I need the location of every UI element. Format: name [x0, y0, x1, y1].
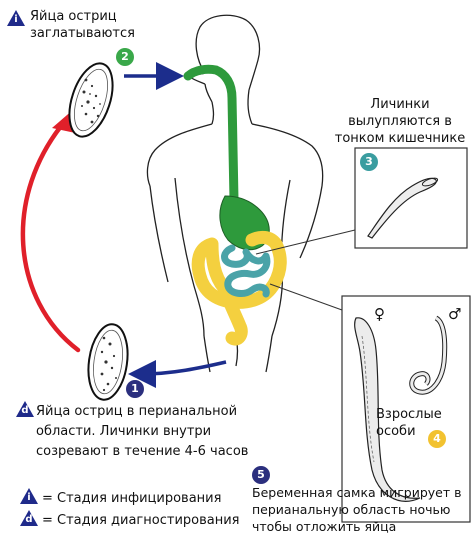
- small-intestine: [221, 244, 271, 298]
- larva-pointer-line: [255, 229, 356, 255]
- adults-pointer-line: [269, 283, 343, 311]
- adult-worms-box: [341, 295, 471, 523]
- larvae-hatch-label: Личинки вылупляются в тонком кишечнике: [334, 97, 466, 146]
- step-5-badge: 5: [252, 466, 270, 484]
- legend-diagnostic-letter: d: [25, 514, 33, 525]
- legend-diagnostic-icon: [20, 510, 38, 526]
- esophagus-and-stomach: [183, 64, 270, 251]
- female-migrates-label: Беременная самка мигрирует в перианальну…: [252, 485, 462, 534]
- infective-stage-letter: i: [14, 14, 18, 25]
- egg-perianal: [87, 323, 129, 401]
- infective-stage-icon: [7, 10, 25, 26]
- diagnostic-stage-icon: [16, 401, 34, 417]
- reinfection-arc: [20, 102, 82, 353]
- eggs-perianal-label: Яйца остриц в перианальной области. Личи…: [36, 404, 249, 459]
- adults-label: Взрослые особи: [376, 407, 442, 439]
- eggs-swallowed-label: Яйца остриц заглатываются: [30, 9, 135, 41]
- large-intestine: [191, 230, 287, 346]
- step-2-badge: 2: [116, 48, 134, 66]
- egg-swallowed: [68, 62, 114, 138]
- human-body-outline: [146, 14, 324, 373]
- legend-infective-text: = Стадия инфицирования: [42, 491, 222, 506]
- arrow-to-perianal-eggs: [128, 359, 227, 388]
- male-symbol: ♂: [448, 305, 462, 323]
- diagnostic-stage-letter: d: [21, 405, 29, 416]
- step-3-badge: 3: [360, 153, 378, 171]
- step-4-badge: 4: [428, 430, 446, 448]
- larva-box: [354, 147, 468, 249]
- female-symbol: ♀: [374, 305, 385, 323]
- legend-infective-letter: i: [27, 492, 31, 503]
- legend-diagnostic-text: = Стадия диагностирования: [42, 513, 240, 528]
- legend-infective-icon: [20, 488, 38, 504]
- step-1-badge: 1: [126, 380, 144, 398]
